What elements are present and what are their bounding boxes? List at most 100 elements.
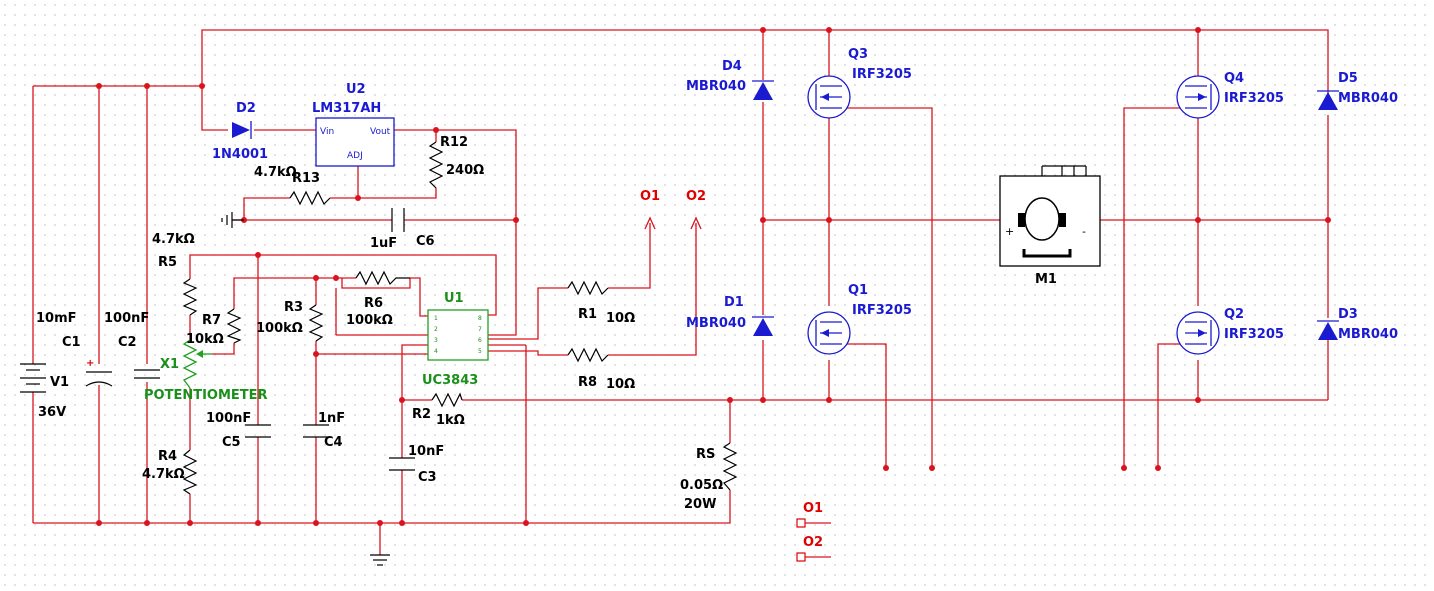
- d4-diode[interactable]: [752, 80, 774, 100]
- q4-value-label: IRF3205: [1224, 91, 1284, 106]
- u2-pin-adj: ADJ: [347, 151, 363, 161]
- q3-mosfet[interactable]: [807, 75, 851, 119]
- c4-capacitor[interactable]: [303, 424, 329, 438]
- r13-resistor[interactable]: [289, 190, 331, 206]
- r1-ref-label: R1: [578, 307, 597, 322]
- connector-o2-label: O2: [803, 535, 823, 550]
- x1-ref-label: X1: [160, 357, 179, 372]
- u2-pin-vout: Vout: [370, 127, 391, 137]
- d2-ref-label: D2: [236, 101, 256, 116]
- d3-value-label: MBR040: [1338, 327, 1398, 342]
- c3-ref-label: C3: [418, 470, 437, 485]
- r4-resistor[interactable]: [182, 449, 198, 495]
- c1-capacitor[interactable]: +: [85, 358, 113, 387]
- r2-value-label: 1kΩ: [436, 413, 465, 428]
- d5-ref-label: D5: [1338, 71, 1358, 86]
- d5-diode[interactable]: [1317, 90, 1339, 110]
- r12-ref-label: R12: [440, 135, 468, 150]
- u1-pin-7: 7: [478, 326, 482, 333]
- r5-resistor[interactable]: [182, 278, 198, 316]
- junctions: [96, 27, 1331, 526]
- v1-value-label: 36V: [38, 405, 66, 420]
- u2-regulator[interactable]: [315, 117, 395, 167]
- c5-capacitor[interactable]: [245, 424, 271, 438]
- q4-ref-label: Q4: [1224, 71, 1244, 86]
- m1-ref-label: M1: [1035, 272, 1057, 287]
- u1-pin-4: 4: [434, 348, 438, 355]
- c3-capacitor[interactable]: [389, 457, 415, 471]
- c5-ref-label: C5: [222, 435, 241, 450]
- ground-symbol-bottom: [370, 554, 390, 566]
- d4-ref-label: D4: [722, 59, 742, 74]
- r2-resistor[interactable]: [431, 392, 463, 408]
- d2-diode[interactable]: [232, 121, 252, 139]
- q3-value-label: IRF3205: [852, 67, 912, 82]
- d3-ref-label: D3: [1338, 307, 1358, 322]
- r13-value-label: 4.7kΩ: [254, 165, 297, 180]
- d4-value-label: MBR040: [686, 79, 746, 94]
- d2-value-label: 1N4001: [212, 147, 268, 162]
- u1-pin-8: 8: [478, 315, 482, 322]
- o2-probe-label: O2: [686, 189, 706, 204]
- c3-value-label: 10nF: [408, 444, 444, 459]
- r6-resistor[interactable]: [355, 270, 410, 286]
- u1-pin-2: 2: [434, 326, 438, 333]
- svg-text:+: +: [86, 358, 94, 369]
- r3-ref-label: R3: [284, 300, 303, 315]
- c6-ref-label: C6: [416, 234, 435, 249]
- r3-value-label: 100kΩ: [256, 321, 303, 336]
- connector-o2[interactable]: [796, 552, 831, 562]
- d1-diode[interactable]: [752, 316, 774, 336]
- wires: [32, 29, 1329, 555]
- v1-ref-label: V1: [50, 375, 69, 390]
- u2-value-label: LM317AH: [312, 101, 381, 116]
- c2-value-label: 100nF: [104, 311, 149, 326]
- c2-ref-label: C2: [118, 335, 137, 350]
- r1-resistor[interactable]: [567, 280, 609, 296]
- r7-resistor[interactable]: [226, 308, 242, 344]
- c4-value-label: 1nF: [318, 411, 345, 426]
- o2-arrow: [690, 216, 702, 230]
- u1-pin-6: 6: [478, 337, 482, 344]
- m1-motor[interactable]: [999, 165, 1101, 267]
- connector-o1-label: O1: [803, 501, 823, 516]
- r6-ref-label: R6: [364, 296, 383, 311]
- u1-pin-3: 3: [434, 337, 438, 344]
- u1-pin-1: 1: [434, 315, 438, 322]
- r8-ref-label: R8: [578, 375, 597, 390]
- r1-value-label: 10Ω: [606, 311, 635, 326]
- u1-pin-5: 5: [478, 348, 482, 355]
- u1-controller[interactable]: [427, 309, 489, 361]
- q2-mosfet[interactable]: [1176, 311, 1220, 355]
- q1-ref-label: Q1: [848, 283, 868, 298]
- r5-value-label: 4.7kΩ: [152, 232, 195, 247]
- c6-capacitor[interactable]: [391, 208, 405, 232]
- q2-value-label: IRF3205: [1224, 327, 1284, 342]
- ground-symbol-left: [221, 212, 244, 228]
- c1-ref-label: C1: [62, 335, 81, 350]
- r5-ref-label: R5: [158, 255, 177, 270]
- rs-ref-label: RS: [696, 447, 715, 462]
- r8-value-label: 10Ω: [606, 377, 635, 392]
- c1-value-label: 10mF: [36, 311, 77, 326]
- connector-o1[interactable]: [796, 518, 831, 528]
- q1-mosfet[interactable]: [807, 311, 851, 355]
- d3-diode[interactable]: [1317, 320, 1339, 340]
- x1-potentiometer[interactable]: [182, 339, 212, 389]
- u2-pin-vin: Vin: [320, 127, 334, 137]
- u1-value-label: UC3843: [422, 373, 478, 388]
- r7-ref-label: R7: [202, 313, 221, 328]
- o1-probe-label: O1: [640, 189, 660, 204]
- rs-resistor[interactable]: [722, 442, 738, 491]
- r12-resistor[interactable]: [428, 141, 444, 189]
- v1-battery[interactable]: [20, 363, 46, 393]
- rs-value-label: 0.05Ω: [680, 478, 723, 493]
- u2-ref-label: U2: [346, 82, 366, 97]
- c2-capacitor[interactable]: [134, 369, 160, 379]
- r3-resistor[interactable]: [308, 304, 324, 342]
- r12-value-label: 240Ω: [446, 163, 484, 178]
- q3-ref-label: Q3: [848, 47, 868, 62]
- r8-resistor[interactable]: [567, 347, 609, 363]
- q4-mosfet[interactable]: [1176, 75, 1220, 119]
